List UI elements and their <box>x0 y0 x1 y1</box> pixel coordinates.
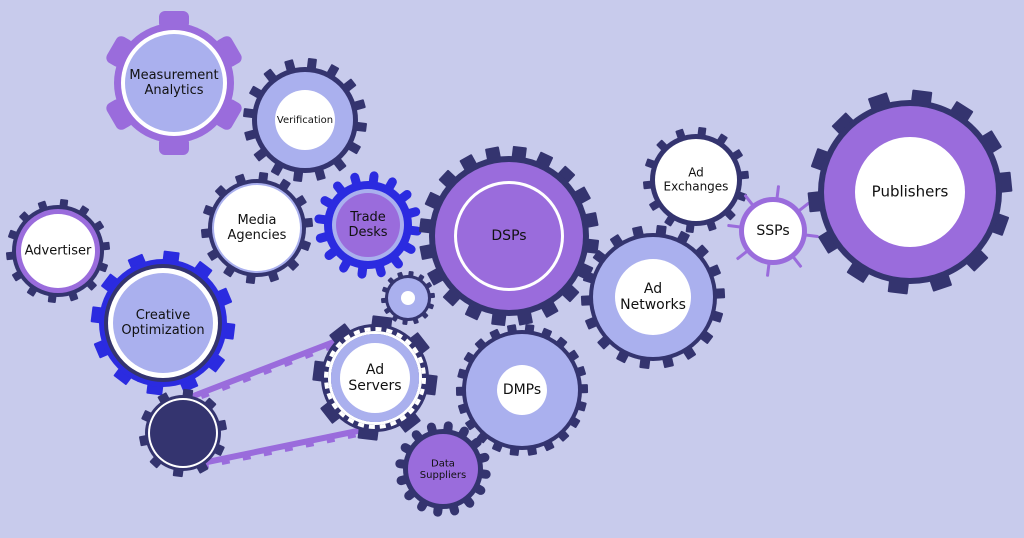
belt-tooth <box>220 455 231 466</box>
gear-tooth <box>963 246 989 272</box>
gear-trade-desks-label: Desks <box>348 225 387 240</box>
gear-creative-label: Creative <box>136 308 191 323</box>
belt-tooth <box>304 438 315 448</box>
gear-ring <box>340 343 410 413</box>
belt-tooth <box>346 429 357 440</box>
gear-ad-networks-label: Networks <box>620 297 686 313</box>
gear-tooth <box>113 364 135 385</box>
gear-ring <box>497 365 547 415</box>
belt-tooth <box>241 451 252 461</box>
gear-tooth <box>329 323 353 346</box>
gear-tooth <box>407 332 430 356</box>
gear-ring <box>615 259 691 335</box>
gear-data-suppliers-label: Data <box>431 458 455 469</box>
belt-tooth <box>325 433 336 444</box>
gear-ssps-label: SSPs <box>756 223 789 239</box>
gear-dsps: DSPs <box>418 145 600 327</box>
gear-tooth <box>831 112 857 138</box>
gear-tooth <box>818 228 842 254</box>
gear-ad-servers-label: Servers <box>348 378 401 394</box>
belt-tooth <box>262 446 273 457</box>
gear-dmps: DMPs <box>455 324 589 456</box>
gear-tooth <box>397 410 421 433</box>
gear-ssps: SSPs <box>727 185 819 277</box>
belt-tooth <box>283 442 294 453</box>
belt-tooth <box>240 372 252 384</box>
gear-dsps-label: DSPs <box>491 228 526 244</box>
gear-ad-exchanges-label: Ad <box>688 166 704 180</box>
gear-ad-networks-label: Ad <box>644 281 662 297</box>
gear-ring <box>744 202 802 260</box>
gear-ring <box>150 400 216 466</box>
gear-tooth <box>978 130 1002 156</box>
gear-media-agencies-label: Agencies <box>228 228 287 243</box>
gear-verification-label: Verification <box>277 115 333 126</box>
gear-ring <box>855 137 965 247</box>
gear-tooth <box>101 273 122 295</box>
gear-ad-servers-label: Ad <box>366 362 384 378</box>
gear-ring <box>21 214 95 288</box>
gear-ring <box>457 184 561 288</box>
gear-verification: Verification <box>243 58 367 182</box>
gear-tooth <box>948 101 974 125</box>
gear-advertiser-label: Advertiser <box>25 244 92 259</box>
gear-ring <box>275 90 335 150</box>
gear-creative-label: Optimization <box>121 323 204 338</box>
gear-publishers-label: Publishers <box>872 183 949 201</box>
gear-ring <box>655 139 737 221</box>
belt-tooth <box>261 364 272 376</box>
gear-media-agencies-label: Media <box>237 213 276 228</box>
gear-tooth <box>215 99 242 130</box>
belt-strip <box>182 425 373 470</box>
gear-trade-desks-label: Trade <box>349 210 386 225</box>
gear-dashed-ring <box>324 327 426 429</box>
gear-dmps-label: DMPs <box>503 382 541 398</box>
gear-ring <box>401 291 415 305</box>
gear-tooth <box>106 99 133 130</box>
pulley-gear <box>139 388 227 478</box>
gear-ring <box>125 34 223 132</box>
belt-tooth <box>220 380 231 392</box>
small-gear <box>380 271 436 325</box>
gear-tooth <box>106 36 133 67</box>
gear-tooth <box>846 259 872 283</box>
gear-ad-exchanges-label: Exchanges <box>664 179 729 193</box>
belt-tooth <box>199 388 210 400</box>
gear-advertiser: Advertiser <box>5 199 111 303</box>
belt-tooth <box>303 348 314 360</box>
gear-data-suppliers-label: Suppliers <box>420 470 466 481</box>
gear-ring <box>336 193 400 257</box>
gear-tooth <box>320 400 343 424</box>
gear-ring <box>113 273 213 373</box>
gear-ring <box>408 434 478 504</box>
gear-measurement-label: Measurement <box>129 68 218 83</box>
gear-tooth <box>204 351 225 373</box>
gear-tooth <box>215 36 242 67</box>
belt-tooth <box>282 356 293 368</box>
gear-ring <box>214 185 300 271</box>
gear-publishers: Publishers <box>807 89 1013 295</box>
gear-tooth <box>191 261 213 282</box>
gear-measurement-label: Analytics <box>144 83 203 98</box>
